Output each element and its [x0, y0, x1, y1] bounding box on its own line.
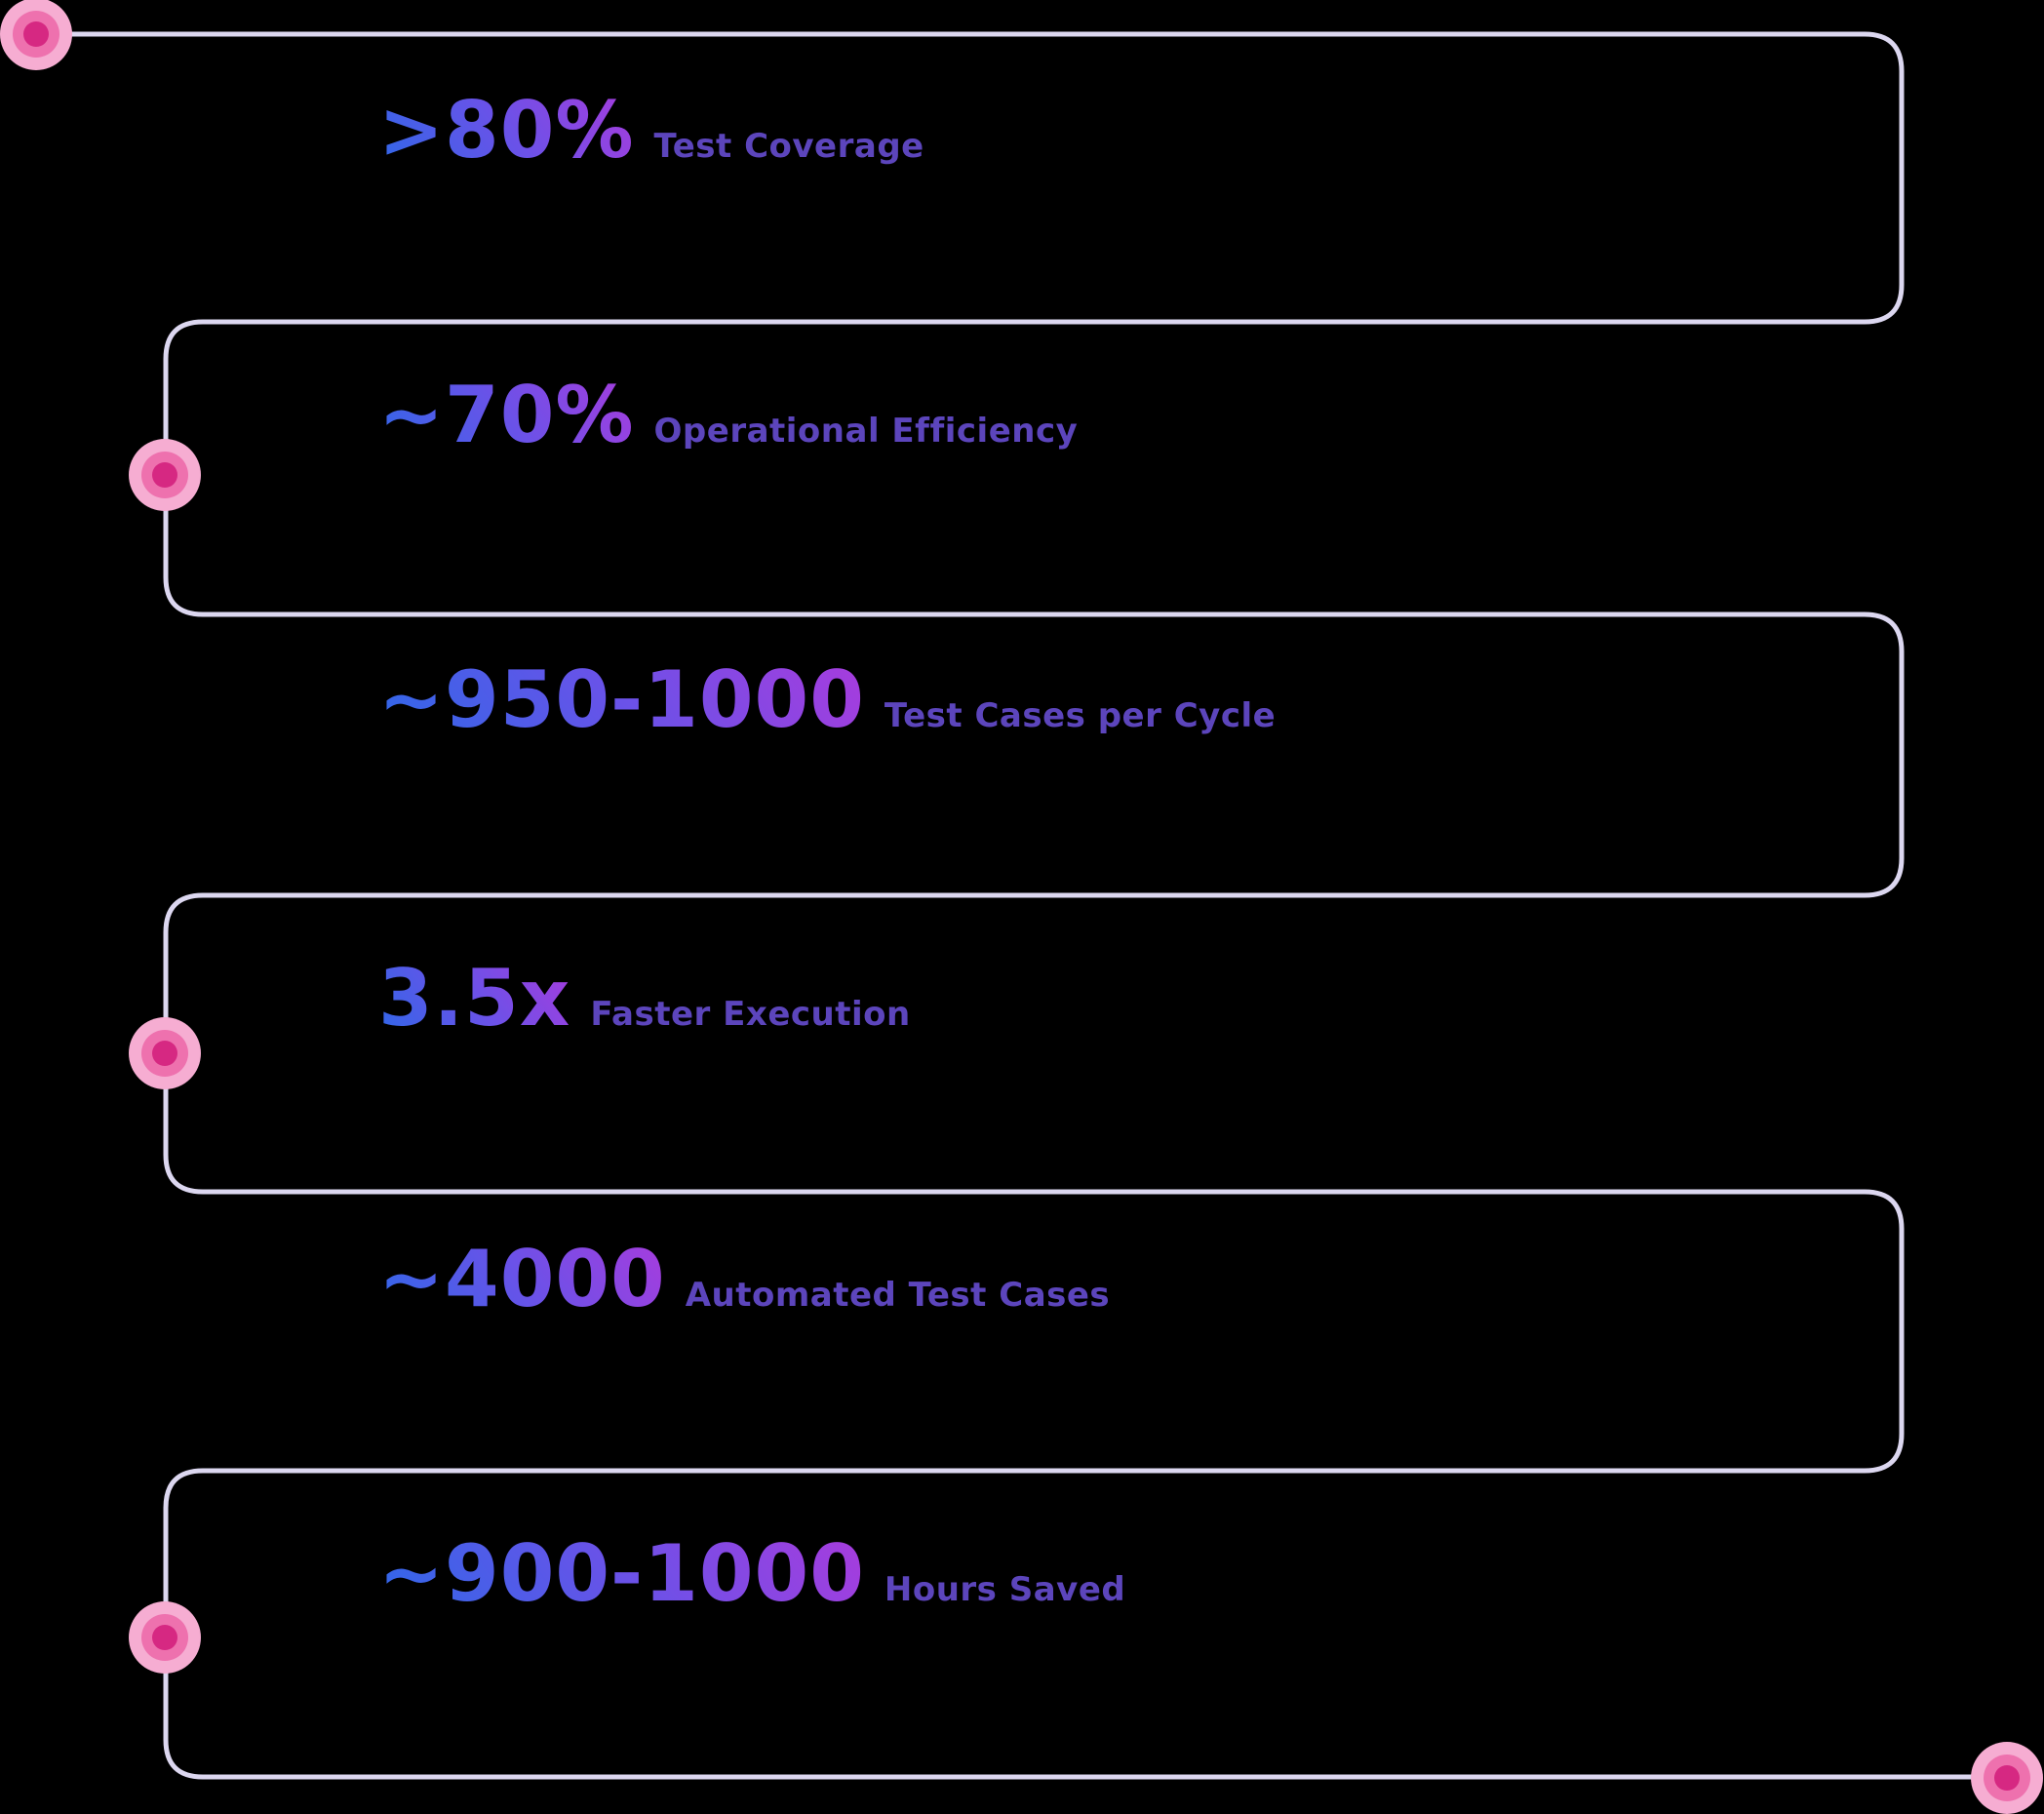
stat-label: Operational Efficiency	[653, 412, 1079, 451]
stat-row-test-cases-per-cycle: ~950-1000 Test Cases per Cycle	[378, 655, 1276, 745]
milestone-marker-2	[129, 439, 201, 511]
stat-value: ~70%	[378, 370, 635, 460]
stat-label: Automated Test Cases	[685, 1276, 1111, 1315]
stat-value: >80%	[378, 85, 635, 176]
stat-row-test-coverage: >80% Test Coverage	[378, 86, 924, 176]
stat-row-faster-execution: 3.5x Faster Execution	[378, 954, 911, 1044]
stat-row-hours-saved: ~900-1000 Hours Saved	[378, 1529, 1125, 1619]
milestone-marker-start	[0, 0, 72, 70]
stat-value: 3.5x	[378, 953, 571, 1044]
marker-inner-dot	[23, 21, 49, 47]
milestone-marker-3	[129, 1017, 201, 1089]
stat-row-automated-test-cases: ~4000 Automated Test Cases	[378, 1235, 1110, 1324]
milestone-marker-4	[129, 1601, 201, 1674]
stat-label: Faster Execution	[590, 995, 911, 1034]
marker-inner-dot	[152, 1041, 177, 1066]
milestone-marker-end	[1971, 1742, 2043, 1814]
marker-inner-dot	[152, 1625, 177, 1650]
stat-label: Test Coverage	[653, 127, 924, 166]
stat-label: Hours Saved	[884, 1570, 1126, 1609]
marker-inner-dot	[152, 462, 177, 488]
stat-row-operational-efficiency: ~70% Operational Efficiency	[378, 371, 1078, 460]
stat-label: Test Cases per Cycle	[884, 696, 1277, 735]
connector-path	[33, 31, 2010, 1780]
stat-value: ~950-1000	[378, 654, 865, 745]
stat-value: ~900-1000	[378, 1528, 865, 1619]
marker-inner-dot	[1994, 1765, 2020, 1791]
stat-value: ~4000	[378, 1234, 666, 1324]
